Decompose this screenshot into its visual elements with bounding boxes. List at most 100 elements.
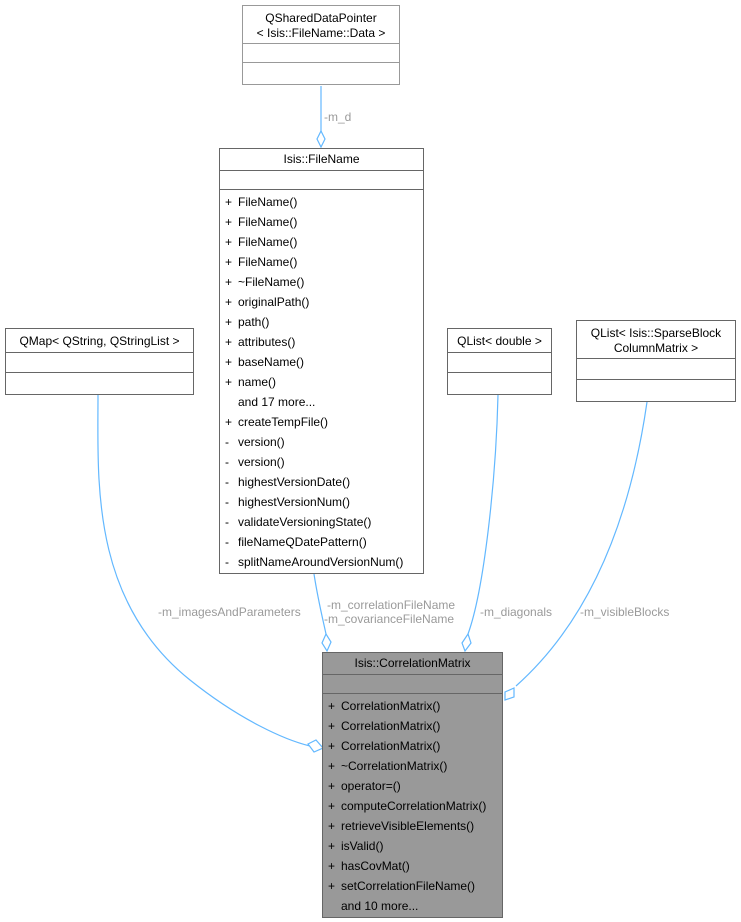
visibility-marker: - <box>225 435 229 449</box>
member-name: version() <box>238 435 285 449</box>
filename-member[interactable]: + ~FileName() <box>220 272 423 292</box>
edge-images <box>97 394 311 747</box>
node-shared-data-pointer-methods <box>243 62 399 81</box>
filename-member[interactable]: -fileNameQDatePattern() <box>220 532 423 552</box>
correlation-matrix-member[interactable]: + setCorrelationFileName() <box>323 876 502 896</box>
correlation-matrix-member[interactable]: +computeCorrelationMatrix() <box>323 796 502 816</box>
edge-label-images: -m_imagesAndParameters <box>158 605 301 619</box>
correlation-matrix-member[interactable]: + isValid() <box>323 836 502 856</box>
node-correlation-matrix-more[interactable]: and 10 more... <box>341 899 419 913</box>
node-correlation-matrix-methods: +CorrelationMatrix()+CorrelationMatrix()… <box>323 693 502 918</box>
node-qlist-double-methods <box>448 372 551 391</box>
node-filename[interactable]: Isis::FileName +FileName()+FileName()+Fi… <box>219 148 424 574</box>
visibility-marker: + <box>225 295 233 309</box>
edge-diagonals-diamond <box>461 632 472 653</box>
node-shared-data-pointer[interactable]: QSharedDataPointer < Isis::FileName::Dat… <box>242 5 400 85</box>
node-qmap[interactable]: QMap< QString, QStringList > <box>5 328 194 395</box>
filename-member[interactable]: +FileName() <box>220 192 423 212</box>
correlation-matrix-member[interactable]: +retrieveVisibleElements() <box>323 816 502 836</box>
correlation-matrix-member[interactable]: +~CorrelationMatrix() <box>323 756 502 776</box>
filename-member[interactable]: -splitNameAroundVersionNum() <box>220 552 423 572</box>
filename-member[interactable]: + FileName() <box>220 212 423 232</box>
filename-member[interactable]: +originalPath() <box>220 292 423 312</box>
filename-member[interactable]: +attributes() <box>220 332 423 352</box>
member-name: ~CorrelationMatrix() <box>341 759 448 773</box>
node-qlist-double[interactable]: QList< double > <box>447 328 552 395</box>
node-qlist-sparse-title-line1: QList< Isis::SparseBlock <box>590 326 722 340</box>
node-qlist-double-attrs <box>448 352 551 372</box>
correlation-matrix-member[interactable]: + hasCovMat() <box>323 856 502 876</box>
filename-member[interactable]: + baseName() <box>220 352 423 372</box>
node-qmap-methods <box>6 372 193 391</box>
node-shared-data-pointer-title-line1: QSharedDataPointer <box>265 11 377 25</box>
member-name: isValid() <box>341 839 384 853</box>
filename-member[interactable]: + createTempFile() <box>220 412 423 432</box>
member-name: hasCovMat() <box>341 859 410 873</box>
member-name: version() <box>238 455 285 469</box>
member-name: createTempFile() <box>238 415 329 429</box>
node-qlist-sparse-title-line2: ColumnMatrix > <box>613 341 699 355</box>
visibility-marker: - <box>225 535 229 549</box>
member-name: operator=() <box>341 779 401 793</box>
node-filename-more[interactable]: and 17 more... <box>238 395 316 409</box>
edge-label-cov-file: -m_covarianceFileName <box>324 612 455 626</box>
member-name: computeCorrelationMatrix() <box>341 799 487 813</box>
member-name: name() <box>238 375 277 389</box>
visibility-marker: + <box>225 375 233 389</box>
edge-diagonals <box>467 394 499 635</box>
visibility-marker: + <box>225 355 233 369</box>
visibility-marker: - <box>225 555 229 569</box>
visibility-marker: + <box>328 879 336 893</box>
edge-label-corr-file: -m_correlationFileName <box>327 598 456 612</box>
filename-member[interactable]: +FileName() <box>220 232 423 252</box>
member-name: splitNameAroundVersionNum() <box>238 555 404 569</box>
visibility-marker: + <box>328 839 336 853</box>
member-name: CorrelationMatrix() <box>341 739 441 753</box>
member-name: highestVersionNum() <box>238 495 351 509</box>
filename-member[interactable]: -highestVersionDate() <box>220 472 423 492</box>
visibility-marker: + <box>328 819 336 833</box>
visibility-marker: + <box>225 275 233 289</box>
node-correlation-matrix-title: Isis::CorrelationMatrix <box>354 656 471 670</box>
visibility-marker: + <box>328 739 336 753</box>
filename-member[interactable]: +path() <box>220 312 423 332</box>
filename-member[interactable]: -validateVersioningState() <box>220 512 423 532</box>
edge-label-m-d: -m_d <box>324 110 352 124</box>
member-name: fileNameQDatePattern() <box>238 535 367 549</box>
member-name: baseName() <box>238 355 305 369</box>
member-name: setCorrelationFileName() <box>341 879 476 893</box>
visibility-marker: + <box>328 859 336 873</box>
filename-member[interactable]: -version() <box>220 432 423 452</box>
correlation-matrix-member[interactable]: +CorrelationMatrix() <box>323 696 502 716</box>
edge-m-d-diamond <box>316 129 326 149</box>
member-name: FileName() <box>238 215 298 229</box>
node-filename-title: Isis::FileName <box>283 152 360 166</box>
member-name: validateVersioningState() <box>238 515 372 529</box>
visibility-marker: + <box>225 335 233 349</box>
filename-member[interactable]: -highestVersionNum() <box>220 492 423 512</box>
edge-filenames <box>313 573 327 635</box>
node-qmap-attrs <box>6 352 193 372</box>
node-correlation-matrix[interactable]: Isis::CorrelationMatrix + CorrelationMatr… <box>322 652 503 918</box>
visibility-marker: + <box>225 255 233 269</box>
filename-member[interactable]: +FileName() <box>220 252 423 272</box>
visibility-marker: + <box>225 415 233 429</box>
edge-images-diamond <box>307 739 324 753</box>
edge-label-diagonals: -m_diagonals <box>480 605 553 619</box>
node-qlist-sparse-attrs <box>577 358 735 379</box>
member-name: path() <box>238 315 270 329</box>
correlation-matrix-member[interactable]: + CorrelationMatrix() <box>323 736 502 756</box>
filename-member[interactable]: -version() <box>220 452 423 472</box>
visibility-marker: + <box>225 235 233 249</box>
visibility-marker: + <box>225 215 233 229</box>
correlation-matrix-member[interactable]: +CorrelationMatrix() <box>323 716 502 736</box>
correlation-matrix-member[interactable]: + operator=() <box>323 776 502 796</box>
node-correlation-matrix-attrs <box>323 674 502 693</box>
visibility-marker: + <box>328 779 336 793</box>
member-name: ~FileName() <box>238 275 305 289</box>
filename-member[interactable]: + name() <box>220 372 423 392</box>
visibility-marker: - <box>225 475 229 489</box>
node-qlist-sparse[interactable]: QList< Isis::SparseBlock ColumnMatrix > <box>576 320 736 402</box>
edge-visible-diamond <box>504 687 515 701</box>
